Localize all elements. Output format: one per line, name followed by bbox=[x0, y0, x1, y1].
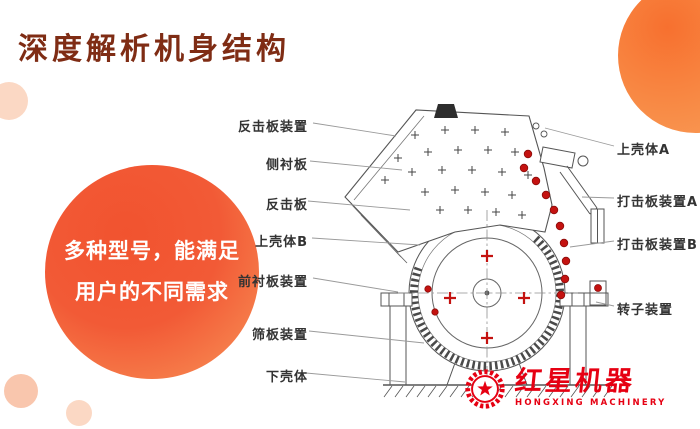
label-side-liner: 侧衬板 bbox=[265, 158, 308, 173]
brand-name: 红星机器 bbox=[513, 366, 637, 397]
leader-lines bbox=[305, 122, 615, 383]
center-lines bbox=[398, 210, 578, 381]
decor-circle-bottom-left-1 bbox=[4, 374, 38, 408]
promo-line2: 用户的不同需求 bbox=[75, 280, 229, 304]
page-title: 深度解析机身结构 bbox=[18, 32, 290, 67]
base-frame bbox=[383, 306, 613, 398]
hammer-markers bbox=[444, 250, 530, 344]
decor-circle-bottom-left-2 bbox=[66, 400, 92, 426]
brand-text-block: 红星机器 HONGXING MACHINERY bbox=[513, 366, 667, 408]
label-lower-casing: 下壳体 bbox=[265, 370, 308, 385]
brand-subtitle: HONGXING MACHINERY bbox=[515, 398, 667, 408]
label-rotor-device: 转子装置 bbox=[617, 303, 674, 318]
liner-bolt-chain bbox=[424, 149, 571, 316]
label-upper-casing-a: 上壳体A bbox=[617, 143, 671, 158]
label-upper-casing-b: 上壳体B bbox=[255, 235, 308, 250]
label-blow-bar-device-b: 打击板装置B bbox=[617, 238, 698, 253]
blow-bar-mechanism bbox=[539, 146, 605, 244]
promo-line1: 多种型号，能满足 bbox=[64, 239, 240, 263]
label-screen-plate-device: 筛板装置 bbox=[251, 328, 308, 343]
promo-circle: 多种型号，能满足 用户的不同需求 bbox=[45, 165, 259, 379]
label-blow-bar-device-a: 打击板装置A bbox=[617, 195, 699, 210]
rotor-shaft-end bbox=[589, 280, 607, 306]
label-impact-plate: 反击板 bbox=[265, 198, 308, 213]
label-impact-plate-device: 反击板装置 bbox=[237, 120, 308, 135]
gear-star-icon bbox=[465, 369, 505, 409]
label-front-liner-device: 前衬板装置 bbox=[237, 275, 308, 290]
brand-logo: 红星机器 HONGXING MACHINERY bbox=[462, 364, 667, 412]
upper-housing bbox=[344, 104, 553, 264]
